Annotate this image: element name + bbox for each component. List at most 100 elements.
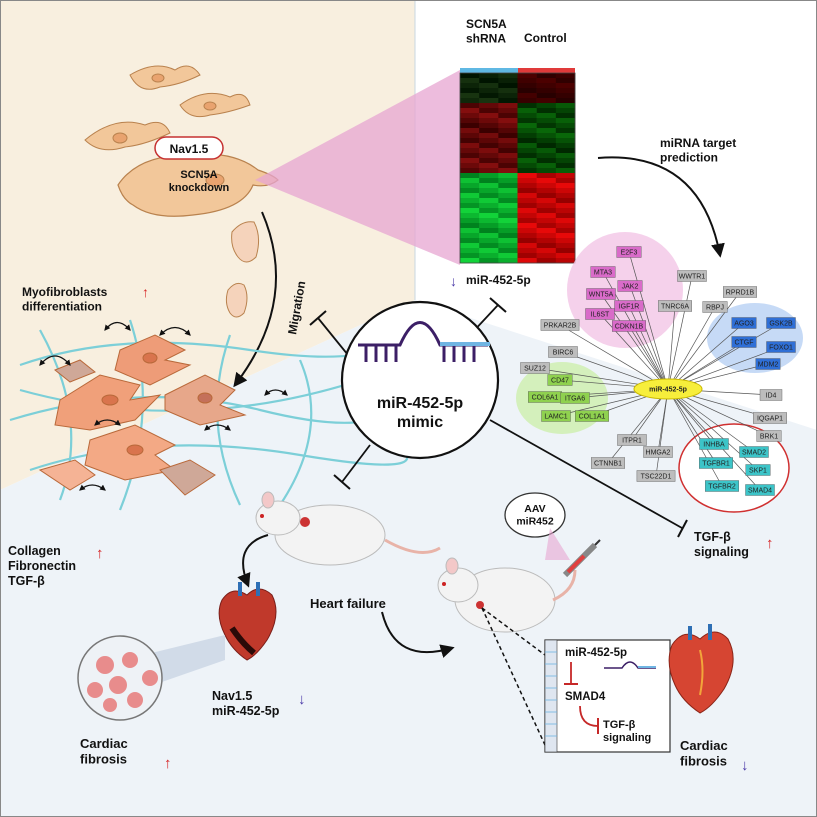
migration-arrow <box>233 211 278 388</box>
heatmap-cell <box>517 78 537 84</box>
network-edge <box>667 305 676 390</box>
network-node-igf1r <box>614 300 644 312</box>
network-node-label: WWTR1 <box>679 274 706 281</box>
network-node-hmga2 <box>643 446 673 458</box>
network-node-tsc22d1 <box>636 470 676 482</box>
heatmap-cell <box>536 168 557 174</box>
heatmap-cell <box>479 253 499 259</box>
heatmap-cell <box>555 248 576 254</box>
heatmap-cell <box>460 138 480 144</box>
network-node-label: COL1A1 <box>579 414 606 421</box>
network-edge <box>667 322 782 390</box>
heatmap-cell <box>479 108 499 114</box>
heatmap-cell <box>460 128 480 134</box>
heatmap-cell <box>498 73 518 79</box>
mimic-circle <box>340 300 500 460</box>
heatmap-cell <box>498 98 518 104</box>
network-node-tnrc6a <box>658 300 693 312</box>
heatmap-cell <box>517 118 537 124</box>
heatmap-cell <box>555 188 576 194</box>
up-arrow-icon: ↑ <box>142 284 149 300</box>
heatmap-cell <box>536 118 557 124</box>
network-node-label: TGFBR1 <box>702 461 730 468</box>
network-node-ctnnb1 <box>591 457 626 469</box>
network-node-wwtr1 <box>677 270 707 282</box>
heatmap-cell <box>479 148 499 154</box>
network-node-jak2 <box>617 280 643 292</box>
heatmap-col-right-label: Control <box>524 31 567 45</box>
up-arrow-icon: ↑ <box>164 755 172 772</box>
heatmap <box>460 73 576 264</box>
prediction-arrow <box>597 156 725 258</box>
heatmap-cell <box>460 93 480 99</box>
heatmap-cell <box>460 188 480 194</box>
heatmap-cell <box>460 78 480 84</box>
heatmap-cell <box>498 248 518 254</box>
mini-hairpin-icon <box>604 661 656 669</box>
heatmap-cell <box>498 188 518 194</box>
heatmap-cell <box>517 143 537 149</box>
heatmap-cell <box>555 258 576 264</box>
network-node-cdkn1b <box>612 320 647 332</box>
heatmap-cell <box>460 213 480 219</box>
heatmap-cell <box>479 158 499 164</box>
network-node-label: CTGF <box>734 340 753 347</box>
network-edge <box>599 313 669 390</box>
network-node-ctgf <box>731 336 757 348</box>
inhibit-line-tgf <box>489 419 683 529</box>
heatmap-cell <box>498 213 518 219</box>
heatmap-cell <box>536 133 557 139</box>
heatmap-cell <box>555 198 576 204</box>
heatmap-cell <box>517 153 537 159</box>
mechanism-smad-label: SMAD4 <box>565 691 606 703</box>
heatmap-cell <box>536 233 557 239</box>
heatmap-cell <box>555 138 576 144</box>
heatmap-cell <box>479 163 499 169</box>
heatmap-cell <box>460 143 480 149</box>
heatmap-cell <box>536 178 557 184</box>
heatmap-cell <box>479 83 499 89</box>
network-node-itga6 <box>560 392 590 404</box>
heatmap-cell <box>479 193 499 199</box>
projection-cone <box>255 70 460 265</box>
heatmap-cell <box>536 98 557 104</box>
heatmap-cell <box>498 118 518 124</box>
heatmap-cell <box>517 218 537 224</box>
heatmap-cell <box>536 158 557 164</box>
heatmap-cell <box>536 228 557 234</box>
heatmap-cell <box>517 203 537 209</box>
heatmap-cell <box>498 128 518 134</box>
network-node-tgfbr2 <box>705 480 740 492</box>
healthy-heart-icon <box>668 624 734 714</box>
heatmap-cell <box>479 178 499 184</box>
heatmap-cell <box>479 118 499 124</box>
network-node-label: CD47 <box>551 378 569 385</box>
heatmap-cell <box>479 233 499 239</box>
heatmap-cell <box>498 158 518 164</box>
treated-rat-icon <box>437 557 577 633</box>
heatmap-cell <box>498 178 518 184</box>
heatmap-cell <box>460 83 480 89</box>
network-node-e2f3 <box>616 246 642 258</box>
heatmap-cell <box>517 183 537 189</box>
heatmap-cell <box>536 108 557 114</box>
heatmap-cell <box>517 123 537 129</box>
network-node-inhba <box>699 438 729 450</box>
network-edge <box>667 322 745 390</box>
heatmap-cell <box>479 213 499 219</box>
heatmap-cell <box>460 218 480 224</box>
heatmap-cell <box>536 258 557 264</box>
network-node-label: COL6A1 <box>532 395 559 402</box>
heatmap-cell <box>479 128 499 134</box>
heatmap-cell <box>517 88 537 94</box>
heatmap-cell <box>536 253 557 259</box>
heatmap-cell <box>536 193 557 199</box>
heatmap-cell <box>517 163 537 169</box>
heatmap-cell <box>498 108 518 114</box>
heatmap-cell <box>460 158 480 164</box>
heatmap-cell <box>479 88 499 94</box>
network-node-rbpj <box>702 301 728 313</box>
